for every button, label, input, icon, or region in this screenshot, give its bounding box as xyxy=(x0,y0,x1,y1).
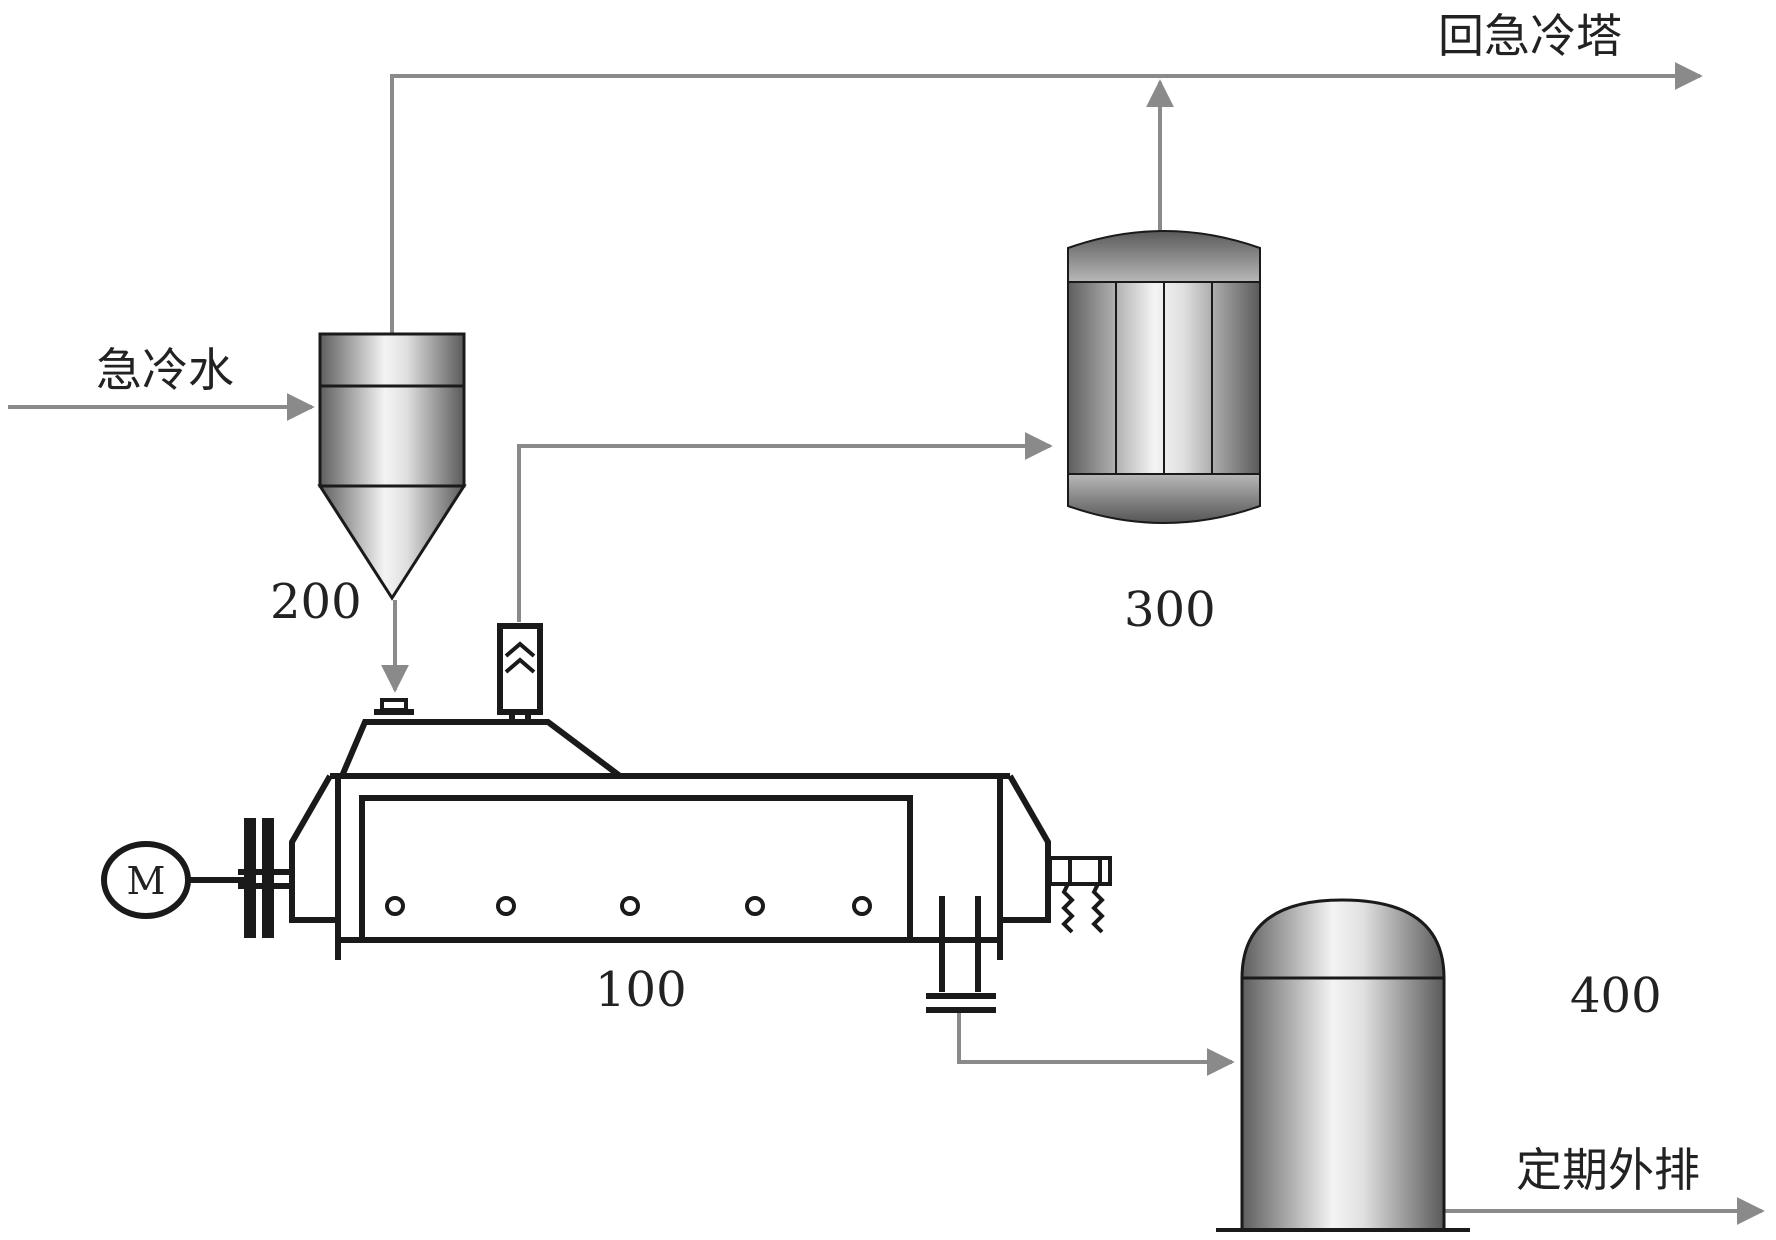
return-quench-tower-label: 回急冷塔 xyxy=(1438,9,1622,63)
motor: M xyxy=(101,841,244,919)
pipes xyxy=(8,62,1765,1225)
tank-400 xyxy=(1216,898,1470,1232)
quench-water-label: 急冷水 xyxy=(96,343,234,397)
dryer-100 xyxy=(238,623,1112,1013)
unit-400-label: 400 xyxy=(1570,968,1662,1024)
unit-300-label: 300 xyxy=(1124,582,1216,638)
dryer-to-tank-pipe xyxy=(957,1012,1235,1076)
cyclone-200 xyxy=(317,332,467,601)
labels: 急冷水 回急冷塔 定期外排 200 300 100 400 xyxy=(96,9,1700,1197)
exchanger-300 xyxy=(1067,230,1261,524)
periodic-discharge-label: 定期外排 xyxy=(1516,1143,1700,1197)
motor-label: M xyxy=(127,859,166,903)
dryer-vent-pipe xyxy=(517,432,1053,622)
unit-200-label: 200 xyxy=(270,574,362,630)
unit-100-label: 100 xyxy=(595,962,687,1018)
return-header-pipe xyxy=(390,62,1703,334)
